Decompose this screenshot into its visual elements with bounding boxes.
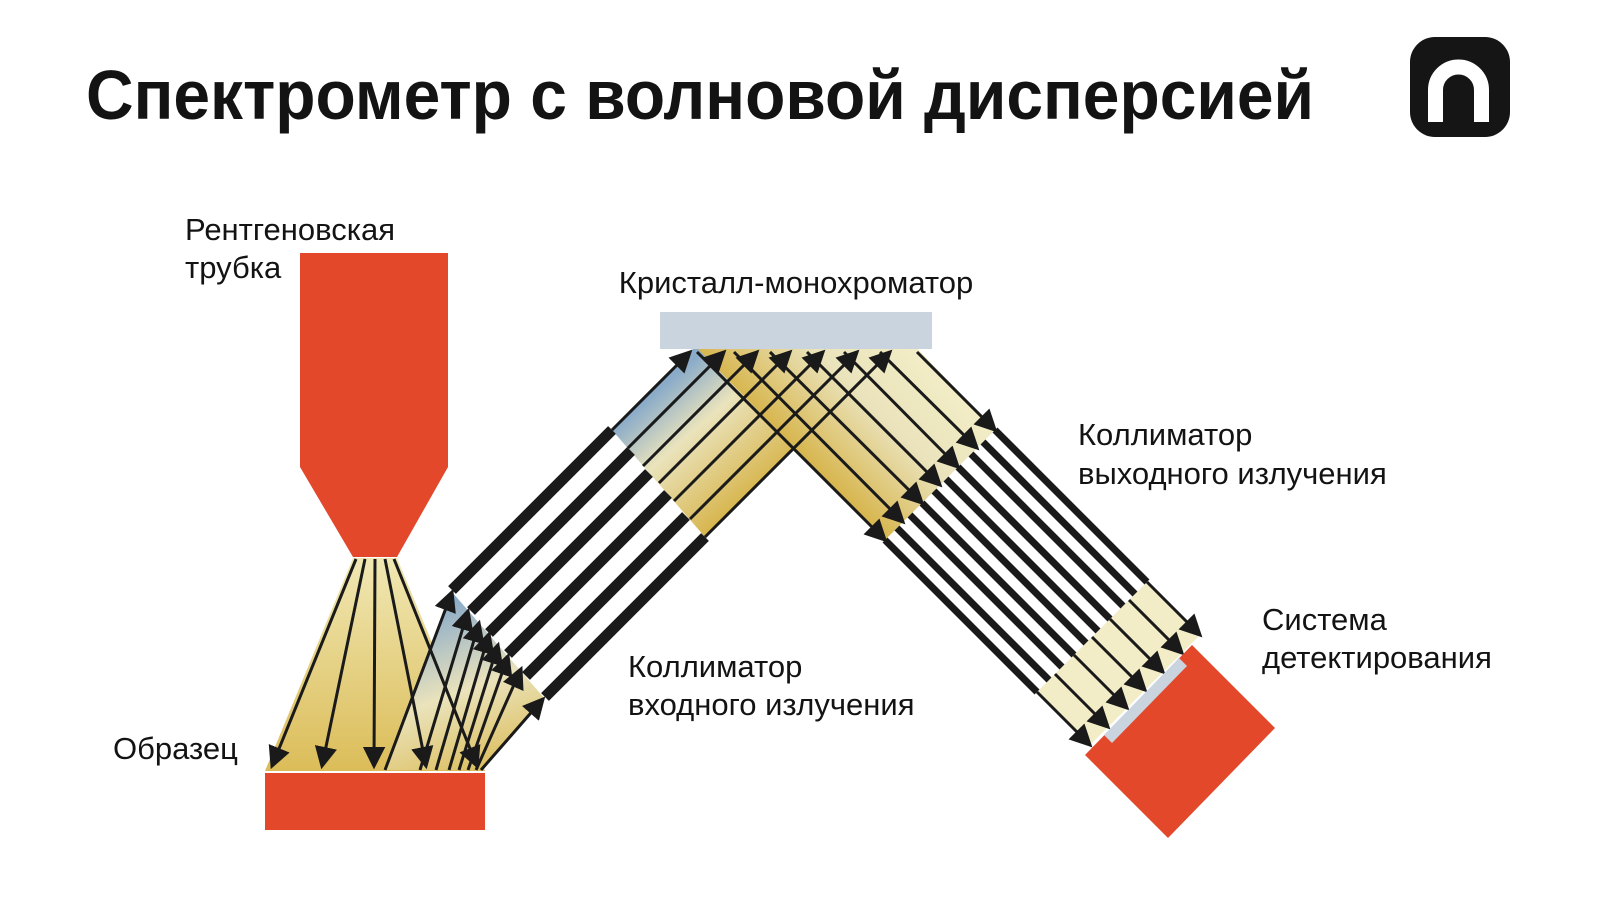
ray [768, 350, 925, 506]
ray [314, 558, 367, 770]
incident-beam-rays [610, 349, 893, 539]
collimator-slat [943, 476, 1101, 634]
label-xray-tube-line2: трубка [185, 250, 282, 285]
label-input-collimator-line2: входного излучения [628, 687, 915, 722]
ray [915, 350, 998, 433]
detector-window [1104, 658, 1187, 743]
page-title: Спектрометр с волновой дисперсией [86, 56, 1314, 134]
ray [626, 349, 727, 450]
ray [268, 558, 358, 770]
ray [362, 558, 386, 770]
label-output-collimator-line2: выходного излучения [1078, 456, 1387, 491]
ray [1145, 580, 1203, 638]
collimator-slat [541, 533, 709, 701]
collimator-slat [894, 525, 1052, 683]
collimator-slat [980, 439, 1138, 597]
logo-n-icon [1428, 59, 1489, 122]
collimator-slat [992, 427, 1150, 585]
ray [641, 349, 760, 468]
ray [418, 607, 474, 771]
ray [1072, 653, 1130, 711]
collimator-slat [955, 464, 1113, 622]
collimator-slat [919, 500, 1077, 658]
ray [878, 350, 980, 451]
collimator-slat [485, 469, 653, 637]
diffracted-beam-rays [695, 350, 998, 543]
xray-tube [300, 253, 448, 557]
ray [392, 558, 481, 770]
collimator-slat [968, 451, 1126, 609]
sample [265, 773, 485, 830]
collimator-slat [931, 488, 1089, 646]
ray [842, 350, 961, 470]
sample-emission-wedge [385, 592, 545, 770]
ray [1090, 635, 1148, 693]
ray [383, 588, 456, 771]
ray [479, 696, 546, 771]
label-input-collimator-line1: Коллиматор [628, 649, 802, 684]
collimator-slat [448, 426, 616, 594]
label-detector-line2: детектирования [1262, 640, 1492, 675]
ray [466, 652, 513, 771]
label-xray-tube-line1: Рентгеновская [185, 212, 395, 247]
collimator-slat [467, 447, 635, 615]
ray [657, 349, 793, 485]
ray [732, 350, 906, 525]
label-output-collimator-line1: Коллиматор [1078, 417, 1252, 452]
collimator-slat [882, 537, 1040, 695]
ray [1108, 617, 1166, 675]
primary-beam-rays [268, 558, 481, 770]
ray [805, 350, 943, 488]
sample-emission-rays [383, 588, 546, 771]
ray [383, 558, 434, 770]
logo-background [1410, 37, 1510, 137]
ray [1035, 690, 1093, 748]
ray [688, 349, 860, 521]
collimator-slat [504, 490, 672, 658]
label-sample: Образец [113, 731, 238, 766]
label-detector-line1: Система [1262, 602, 1388, 637]
input-collimator-slats [448, 426, 709, 701]
ray [672, 349, 826, 503]
ray [1053, 672, 1111, 730]
output-beam-rays [1035, 580, 1203, 748]
collimator-slat [907, 512, 1065, 670]
collimator-slat [522, 512, 690, 680]
detector-body [1085, 645, 1275, 838]
crystal-monochromator [660, 312, 932, 349]
output-collimator-slats [882, 427, 1150, 695]
ray [434, 619, 485, 771]
ray [610, 349, 693, 432]
label-crystal: Кристалл-монохроматор [619, 265, 973, 300]
logo [1410, 37, 1510, 137]
ray [1127, 598, 1185, 656]
ray [474, 665, 524, 771]
ray [703, 349, 893, 539]
ray [695, 350, 888, 543]
